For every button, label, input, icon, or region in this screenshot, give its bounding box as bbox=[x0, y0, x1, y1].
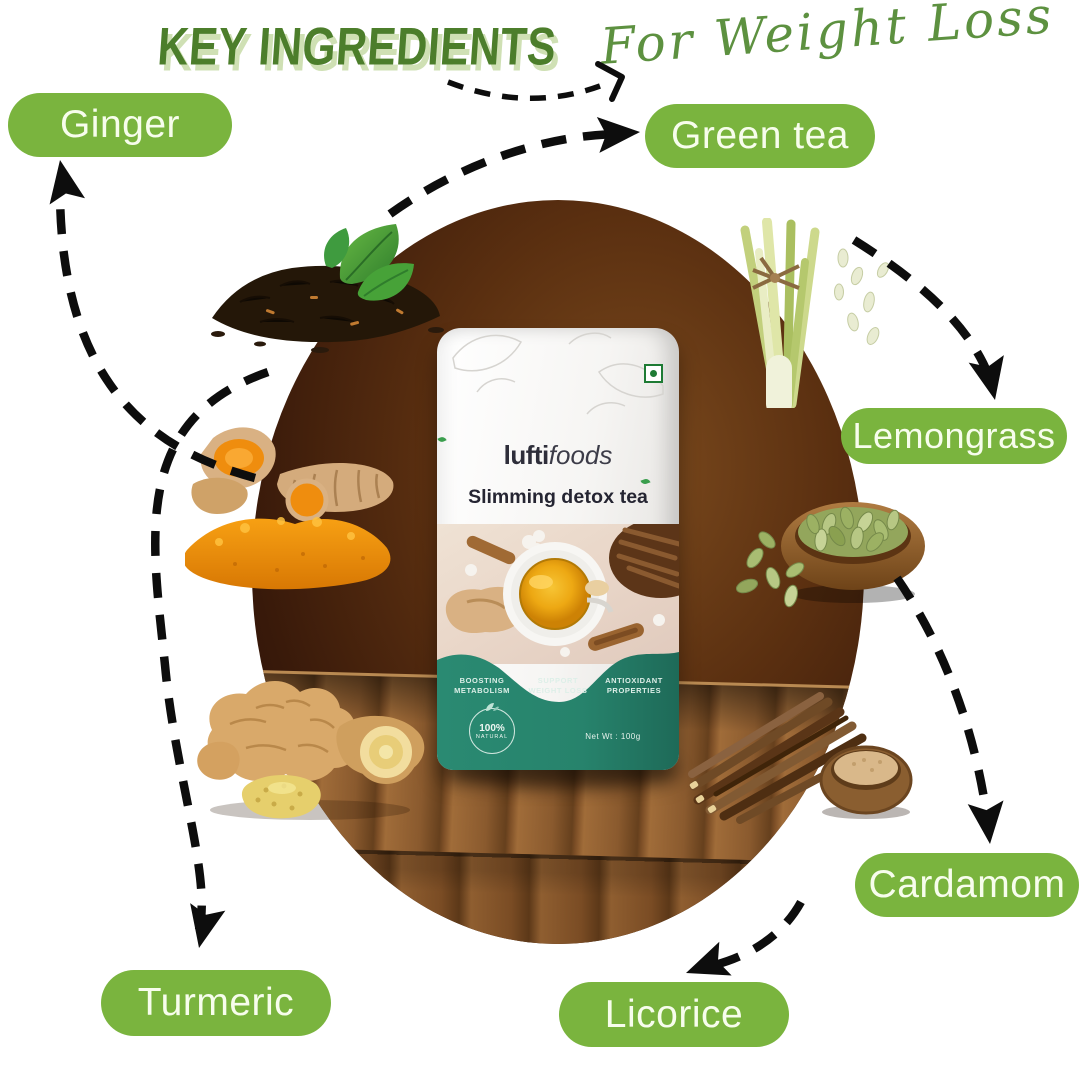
badge-label: NATURAL bbox=[475, 733, 509, 740]
arrow-to-turmeric bbox=[151, 367, 270, 932]
twine-wrap bbox=[752, 256, 800, 290]
benefit-support-weight-loss: SUPPORT WEIGHT LOSS bbox=[528, 676, 588, 696]
cardamom-photo bbox=[735, 502, 925, 608]
arrow-to-cardamom bbox=[893, 575, 993, 827]
benefit-list: BOOSTING METABOLISM SUPPORT WEIGHT LOSS … bbox=[437, 676, 679, 696]
mint-leaves bbox=[324, 224, 414, 301]
arrowheads bbox=[49, 116, 1004, 976]
ginger-roots bbox=[197, 680, 425, 784]
brand-bold-text: lufti bbox=[503, 440, 550, 470]
turmeric-roots bbox=[191, 427, 394, 522]
arrow-to-subtitle bbox=[447, 79, 601, 101]
label-ginger: Ginger bbox=[8, 93, 232, 157]
grated-ginger bbox=[241, 775, 321, 819]
scattered-pods bbox=[735, 531, 805, 608]
label-lemongrass: Lemongrass bbox=[841, 408, 1067, 464]
licorice-bowl-on-pack bbox=[609, 524, 679, 598]
brand-light-text: foods bbox=[548, 440, 613, 470]
product-name: Slimming detox tea bbox=[437, 477, 679, 509]
cinnamon-sticks-on-pack bbox=[466, 535, 644, 651]
ginger-slice-on-pack bbox=[585, 580, 609, 596]
product-package: luftifoods Slimming detox tea bbox=[437, 328, 679, 770]
label-licorice: Licorice bbox=[559, 982, 789, 1047]
label-turmeric: Turmeric bbox=[101, 970, 331, 1036]
ginger-photo bbox=[197, 680, 425, 820]
turmeric-photo bbox=[185, 427, 394, 590]
tea-cup-on-pack bbox=[503, 542, 614, 646]
subtitle-arrowhead bbox=[595, 61, 625, 102]
product-name-lead: Slimming bbox=[468, 486, 556, 508]
licorice-sticks bbox=[688, 692, 876, 824]
natural-badge: 100% NATURAL bbox=[469, 703, 515, 754]
brand-logo: luftifoods bbox=[437, 435, 679, 471]
turmeric-powder bbox=[185, 517, 391, 590]
net-weight: Net Wt : 100g bbox=[585, 732, 641, 741]
label-green-tea: Green tea bbox=[645, 104, 875, 168]
benefit-antioxidant-properties: ANTIOXIDANT PROPERTIES bbox=[605, 676, 663, 696]
package-photo bbox=[437, 524, 679, 664]
powder-bowl bbox=[819, 745, 913, 819]
benefit-boosting-metabolism: BOOSTING METABOLISM bbox=[454, 676, 510, 696]
arrow-to-green-tea bbox=[387, 129, 623, 218]
cardamom-pods bbox=[806, 506, 900, 552]
product-name-bold: detox bbox=[561, 486, 615, 508]
veg-mark-icon bbox=[644, 364, 663, 383]
label-cardamom: Cardamom bbox=[855, 853, 1079, 917]
florets bbox=[834, 248, 890, 345]
arrow-to-lemongrass bbox=[851, 236, 996, 384]
arrow-to-ginger bbox=[55, 181, 257, 483]
licorice-photo bbox=[688, 692, 913, 824]
badge-leaves-icon bbox=[486, 703, 499, 711]
green-tea-photo bbox=[211, 224, 444, 353]
product-name-tail: tea bbox=[620, 477, 651, 508]
lemongrass-photo bbox=[740, 218, 890, 408]
badge-value: 100% bbox=[479, 722, 505, 734]
arrow-to-licorice bbox=[701, 899, 805, 973]
